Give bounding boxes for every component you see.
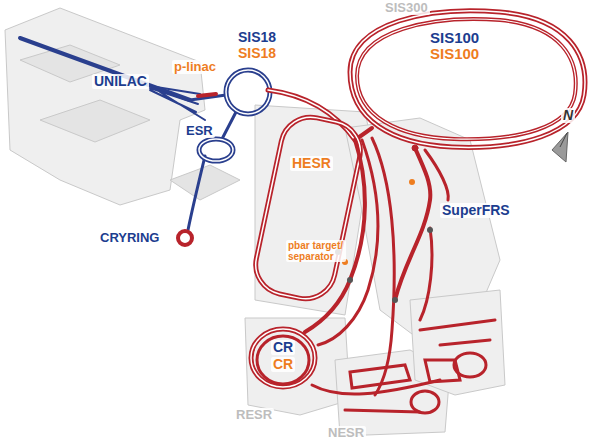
existing-beamlines: [20, 38, 270, 230]
facility-label: SIS300: [383, 1, 430, 15]
facility-label: CR: [271, 340, 295, 355]
facility-label: SIS18: [236, 30, 278, 45]
facility-label: N: [561, 108, 575, 123]
facility-label: SuperFRS: [440, 203, 512, 218]
compass-arrow: [552, 132, 568, 162]
facility-label: RESR: [234, 408, 274, 422]
fair-beamlines: [178, 11, 585, 413]
facility-label: NESR: [326, 426, 366, 440]
facility-label: CRYRING: [98, 231, 161, 245]
facility-label: p-linac: [172, 60, 218, 74]
facility-label: ESR: [184, 124, 215, 138]
facility-label: pbar target/ separator: [286, 240, 346, 262]
facility-label: SIS18: [236, 46, 278, 61]
facility-label: SIS100: [428, 46, 481, 63]
building-outlines: [5, 8, 505, 436]
facility-label: CR: [271, 357, 295, 372]
facility-label: HESR: [290, 156, 333, 171]
facility-label: SIS100: [428, 30, 481, 47]
target-marker: [409, 179, 415, 185]
facility-label: UNILAC: [92, 74, 149, 89]
